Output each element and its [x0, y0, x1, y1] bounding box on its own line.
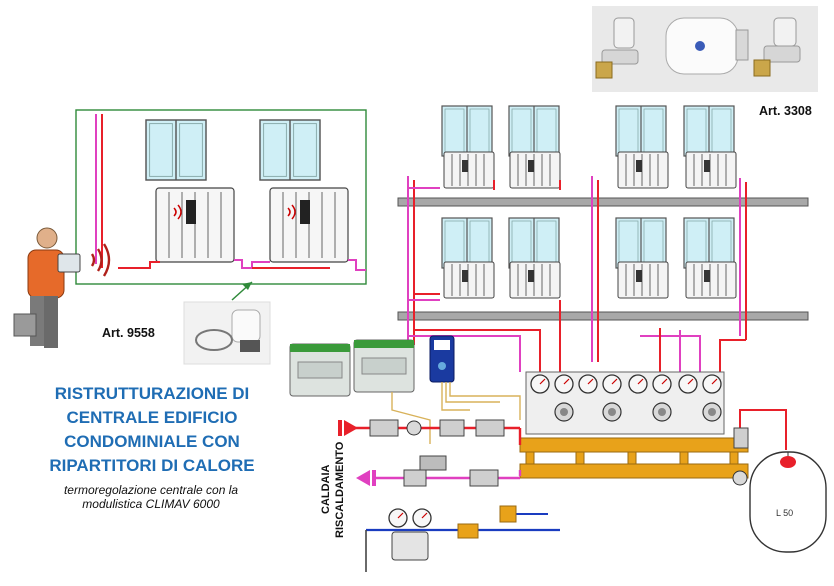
title-line: CENTRALE EDIFICIO [66, 408, 238, 427]
subtitle-line: termoregolazione centrale con la [63, 483, 239, 497]
subtitle: termoregolazione centrale con la modulis… [20, 483, 282, 511]
electronic-head-icon [665, 17, 749, 75]
heat-meter-icon [429, 335, 455, 383]
flow-arrow-icon [338, 420, 358, 436]
thermostatic-valve-icon [595, 17, 639, 79]
valves-product-photo [592, 6, 818, 92]
subtitle-line: modulistica CLIMAV 6000 [82, 497, 220, 511]
actuator-product-photo [183, 301, 271, 365]
valves-article-code: Art. 3308 [759, 104, 812, 118]
building-floors [397, 105, 809, 372]
actuator-article-code: Art. 9558 [102, 326, 155, 340]
page-title: RISTRUTTURAZIONE DI CENTRALE EDIFICIO CO… [18, 382, 286, 478]
heating-label: RISCALDAMENTO [334, 441, 346, 538]
distribution-manifold [519, 371, 749, 479]
tank-capacity-label: L 50 [776, 508, 794, 518]
apartment-detail [75, 109, 367, 301]
thermostatic-valve-icon [753, 17, 801, 77]
flow-arrow-icon [356, 470, 376, 486]
expansion-tank-icon [732, 409, 827, 553]
wireless-signal-icon [90, 243, 111, 277]
control-module-icon [289, 343, 351, 397]
boiler-connection [338, 419, 560, 572]
person-with-tablet-icon [13, 227, 81, 348]
title-line: RIPARTITORI DI CALORE [49, 456, 255, 475]
control-module-icon [353, 339, 415, 393]
boiler-label: CALDAIA [320, 464, 332, 515]
title-line: CONDOMINIALE CON [64, 432, 240, 451]
title-line: RISTRUTTURAZIONE DI [54, 384, 250, 403]
